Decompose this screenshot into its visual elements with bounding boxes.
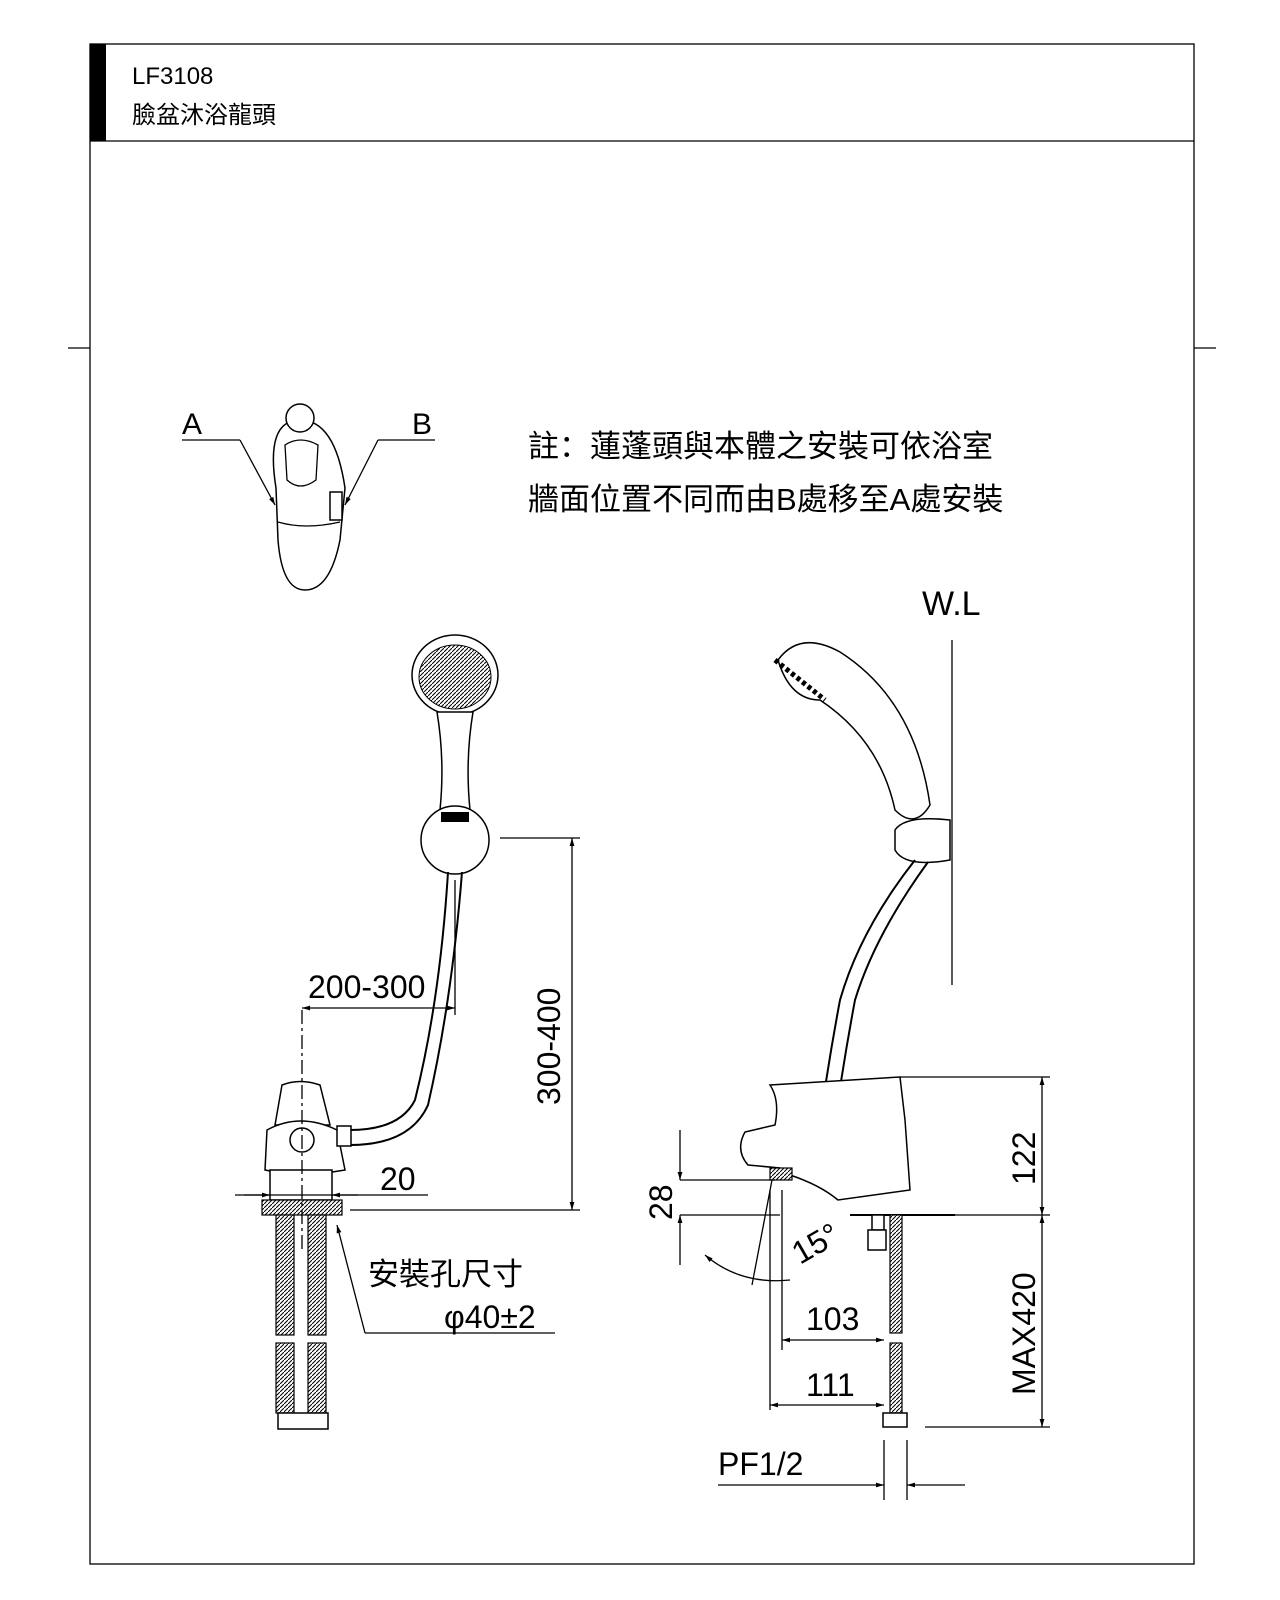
angle-15: 15° xyxy=(786,1216,846,1271)
dim-200-300: 200-300 xyxy=(308,969,425,1005)
dim-111: 111 xyxy=(806,1367,855,1403)
hole-size-value: φ40±2 xyxy=(444,1299,536,1335)
dim-103: 103 xyxy=(806,1301,859,1337)
top-view xyxy=(182,403,435,591)
thread-size: PF1/2 xyxy=(718,1446,803,1482)
installation-note-line2: 牆面位置不同而由B處移至A處安裝 xyxy=(528,482,1003,517)
dim-28: 28 xyxy=(643,1184,679,1220)
label-b: B xyxy=(412,408,432,441)
dim-20: 20 xyxy=(380,1161,416,1197)
product-name: 臉盆沐浴龍頭 xyxy=(132,102,276,129)
drawing-frame xyxy=(68,43,1216,1565)
side-view xyxy=(677,640,1050,1500)
dim-300-400: 300-400 xyxy=(531,988,567,1105)
model-number: LF3108 xyxy=(132,63,213,90)
dim-122: 122 xyxy=(1006,1132,1042,1185)
hole-size-label: 安裝孔尺寸 xyxy=(368,1257,523,1292)
front-view xyxy=(235,634,580,1430)
label-a: A xyxy=(182,408,202,441)
wall-line-label: W.L xyxy=(922,585,981,623)
dim-max420: MAX420 xyxy=(1006,1272,1042,1395)
installation-note-line1: 註：蓮蓬頭與本體之安裝可依浴室 xyxy=(528,429,993,464)
